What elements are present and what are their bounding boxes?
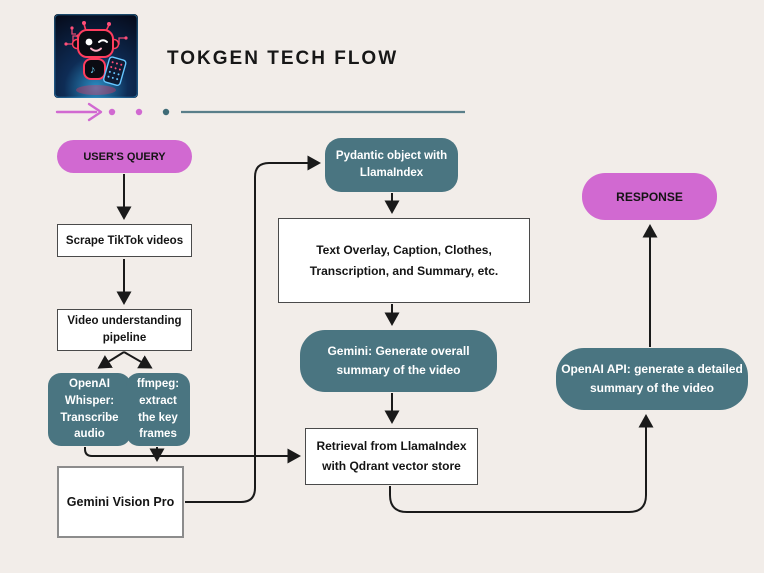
- node-gemini-overall-summary: Gemini: Generate overall summary of the …: [300, 330, 497, 392]
- winking-robot-logo-icon: ♪: [54, 14, 138, 98]
- arrow-pipeline-to-whisper: [97, 351, 125, 369]
- node-openai-whisper: OpenAI Whisper: Transcribe audio: [48, 373, 131, 446]
- node-openai-api-summary: OpenAI API: generate a detailed summary …: [556, 348, 748, 410]
- node-pydantic-llamaindex: Pydantic object with LlamaIndex: [325, 138, 458, 192]
- node-retrieval-qdrant: Retrieval from LlamaIndex with Qdrant ve…: [305, 428, 478, 485]
- node-text-overlay-caption: Text Overlay, Caption, Clothes, Transcri…: [278, 218, 530, 303]
- arrow-pipeline-to-ffmpeg: [123, 351, 153, 369]
- node-scrape-tiktok-videos: Scrape TikTok videos: [57, 224, 192, 257]
- arrow-gemini-vision-to-pydantic: [185, 155, 321, 503]
- arrow-whisper-to-retrieval: [84, 447, 301, 464]
- divider-dot: [162, 108, 170, 116]
- node-gemini-vision-pro: Gemini Vision Pro: [57, 466, 184, 538]
- node-response: RESPONSE: [582, 173, 717, 220]
- page-title: TOKGEN TECH FLOW: [167, 48, 399, 69]
- divider-dot: [135, 108, 143, 116]
- node-ffmpeg-key-frames: ffmpeg: extract the key frames: [126, 373, 190, 446]
- node-video-understanding-pipeline: Video understanding pipeline: [57, 309, 192, 351]
- svg-text:♪: ♪: [90, 64, 96, 76]
- divider-dot: [108, 108, 116, 116]
- node-users-query: USER'S QUERY: [57, 140, 192, 173]
- divider-arrow-icon: [55, 102, 103, 122]
